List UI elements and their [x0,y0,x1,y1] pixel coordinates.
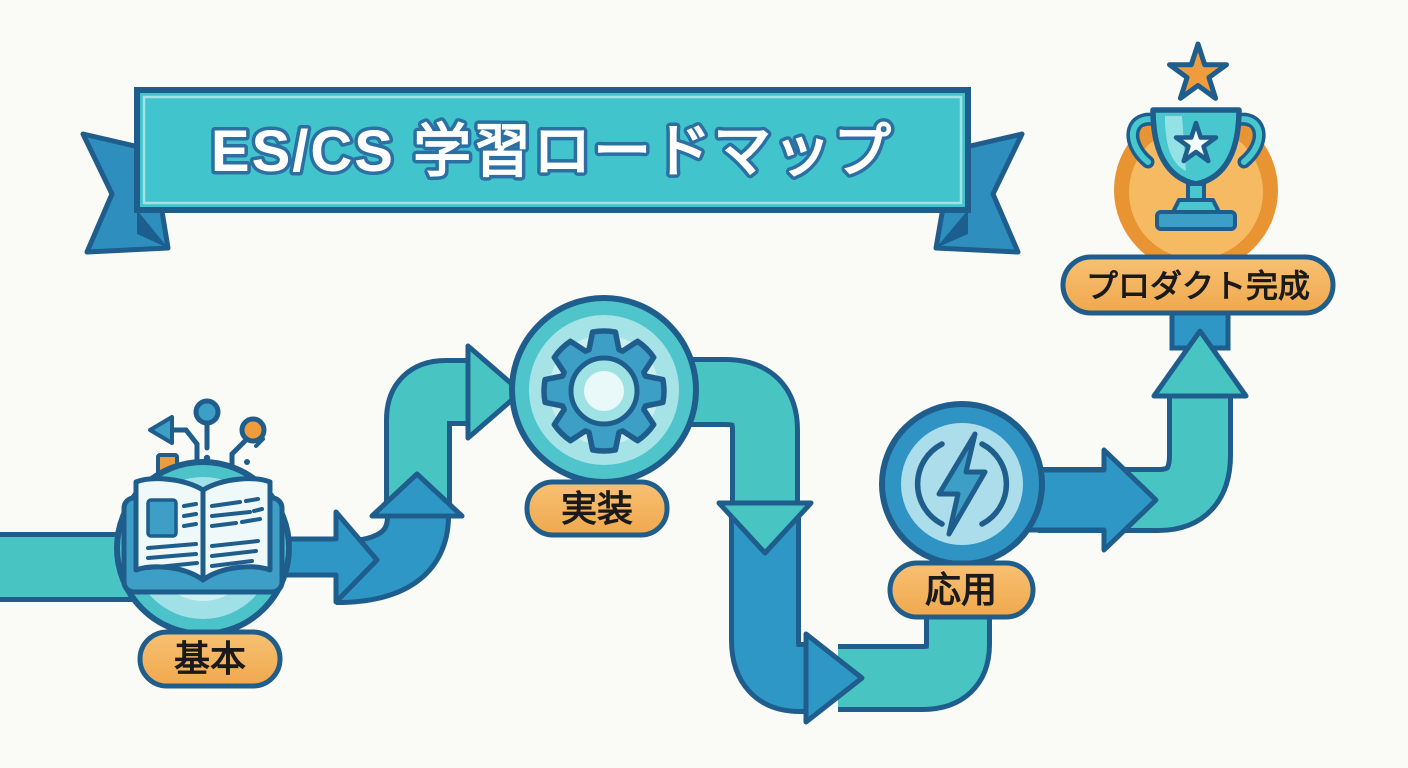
arrowhead-up-blue [369,471,465,519]
arrowhead-into-gear [465,343,524,441]
arrowhead-down-teal [716,500,814,556]
banner-title: ES/CS 学習ロードマップ [211,119,893,184]
arrow-implementation-to-application [655,357,992,725]
label-basics: 基本 [137,629,283,689]
label-implementation: 実装 [524,479,670,538]
trophy-star-icon [1173,120,1219,164]
label-application: 応用 [887,560,1036,620]
circuit-node-blue [193,398,221,426]
banner-plate-highlight [142,95,963,205]
banner-ribbon: ES/CS 学習ロードマップ [80,87,1025,255]
stage-completion-label: プロダクト完成 [1086,268,1310,304]
arrow-right-small [277,509,380,605]
star-icon [1167,41,1229,101]
gear-icon [541,328,667,454]
arrow-right-from-lightning [1027,447,1159,553]
arrow-basics-to-implementation [277,343,524,605]
banner-fold-left [137,210,168,248]
arrowhead-right-blue [803,631,865,725]
stage-implementation-label: 実装 [561,488,633,529]
stage-basics [114,398,292,637]
label-completion: プロダクト完成 [1060,254,1336,316]
stage-completion [1114,41,1278,272]
open-book-icon [121,476,285,595]
arrow-application-to-completion [1027,297,1249,553]
circuit-node-orange [239,416,267,444]
stage-application-label: 応用 [925,569,997,610]
banner-fold-right [936,210,968,248]
arrowhead-up-teal [1151,328,1249,399]
stage-application [879,401,1045,567]
trophy-icon [1126,107,1266,231]
banner-plate [134,87,971,213]
circuit-arrow-left [148,415,174,445]
stage-basics-label: 基本 [174,638,246,679]
lightning-bolt-icon [914,431,1010,537]
stage-implementation [509,295,699,485]
